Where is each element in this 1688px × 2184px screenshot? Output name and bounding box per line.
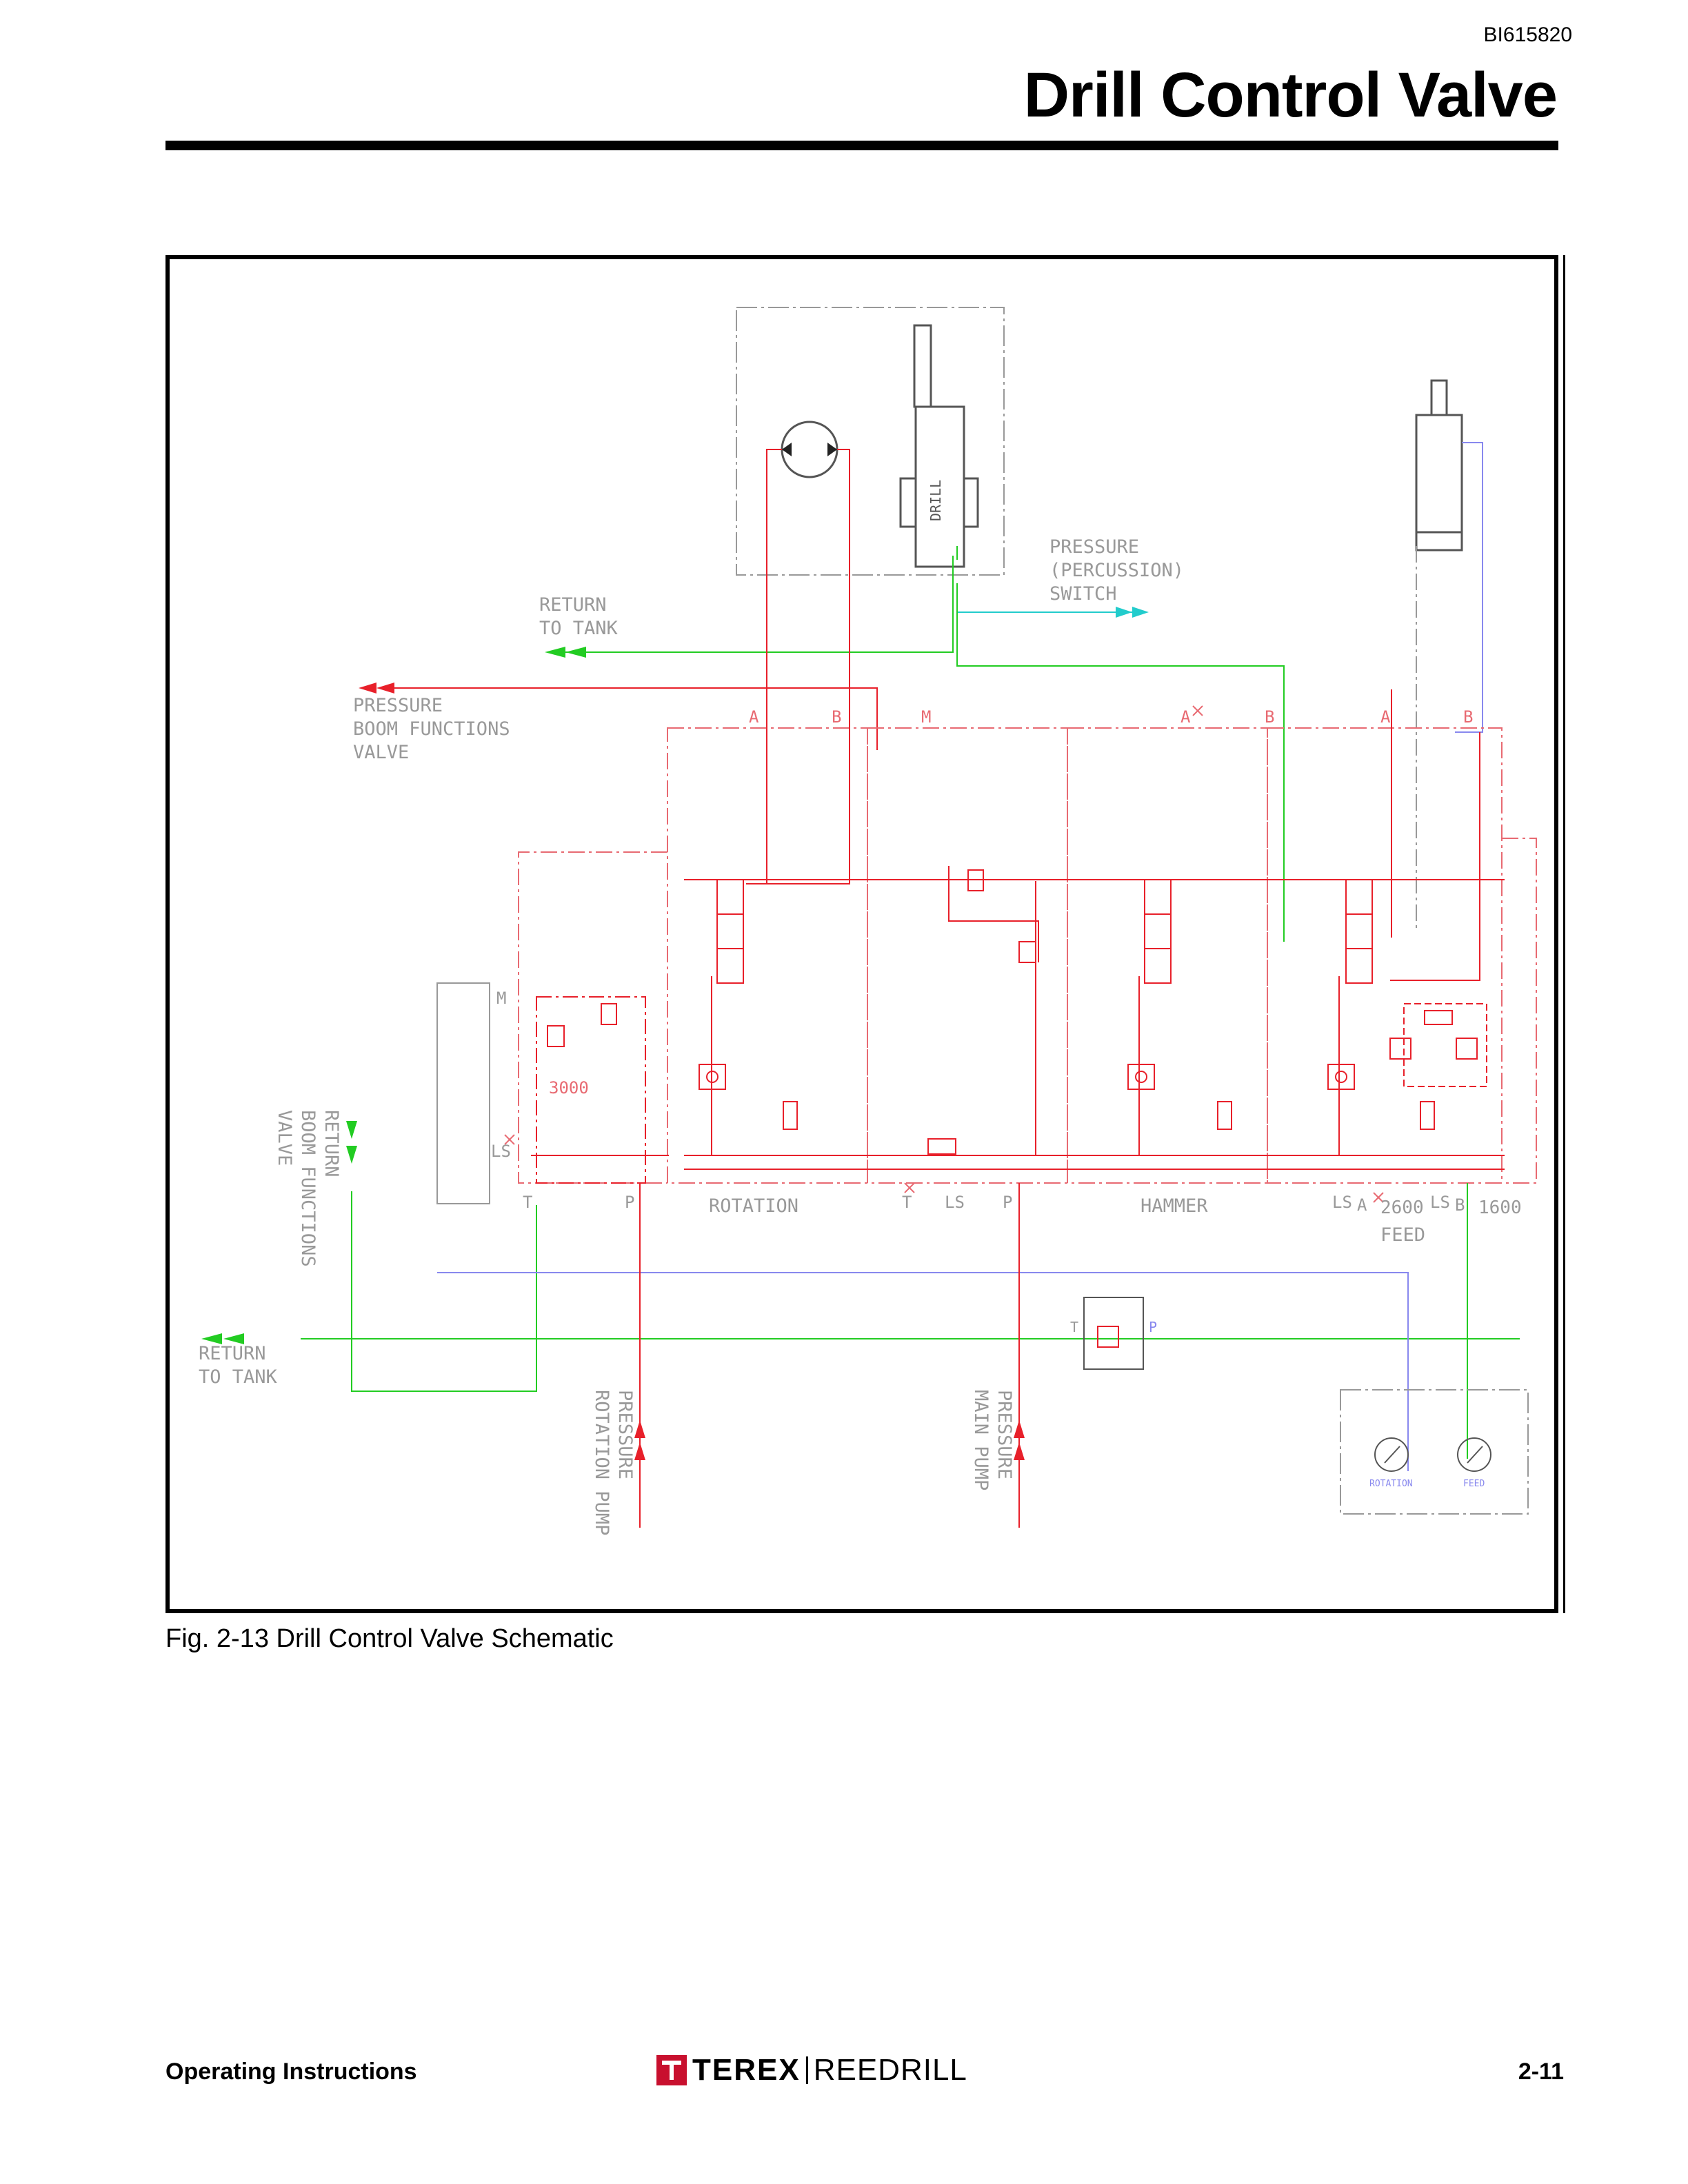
rotation-gauge-icon: [1374, 1437, 1409, 1472]
pressure-arrow-icon: [359, 682, 394, 694]
svg-text:PRESSURE: PRESSURE: [1049, 536, 1139, 558]
rotation-relief-block: [531, 996, 669, 1184]
svg-text:VALVE: VALVE: [274, 1110, 295, 1166]
rotation-pump-arrow-icon: [634, 1420, 645, 1460]
gauge-rotation-label: ROTATION: [1369, 1479, 1413, 1489]
svg-text:(PERCUSSION): (PERCUSSION): [1049, 560, 1184, 581]
feed-gauge-icon: [1457, 1437, 1491, 1472]
svg-text:PRESSURE: PRESSURE: [353, 695, 443, 716]
pressure-percussion-switch-label: PRESSURE (PERCUSSION) SWITCH: [1049, 536, 1184, 605]
return-to-tank-top-label: RETURN TO TANK: [539, 594, 619, 639]
rotation-motor: [766, 421, 850, 498]
svg-text:LS: LS: [491, 1142, 511, 1161]
hydraulic-schematic: DRILL PRESSURE (PERCUSSION) SWITCH RETUR…: [199, 307, 1537, 1535]
svg-text:A: A: [749, 707, 759, 727]
svg-text:ROTATION: ROTATION: [709, 1195, 798, 1217]
svg-text:T: T: [902, 1193, 912, 1212]
return-boom-arrow-icon: [346, 1121, 357, 1164]
svg-text:VALVE: VALVE: [353, 742, 409, 763]
logo-divider: [805, 2056, 808, 2084]
relief-1600-label: 1600: [1478, 1197, 1522, 1218]
signal-arrow-icon: [1116, 607, 1149, 618]
return-boom-functions-label: RETURN BOOM FUNCTIONS VALVE: [274, 1110, 342, 1267]
pressure-boom-functions-label: PRESSURE BOOM FUNCTIONS VALVE: [353, 695, 510, 763]
svg-text:M: M: [496, 989, 506, 1008]
svg-text:RETURN: RETURN: [199, 1343, 266, 1364]
svg-text:TO TANK: TO TANK: [539, 618, 619, 639]
svg-text:B: B: [1265, 707, 1274, 727]
svg-text:ROTATION PUMP: ROTATION PUMP: [591, 1390, 612, 1535]
drill-label: DRILL: [927, 480, 944, 521]
svg-text:A: A: [1180, 707, 1191, 727]
svg-text:BOOM FUNCTIONS: BOOM FUNCTIONS: [297, 1110, 319, 1267]
svg-text:HAMMER: HAMMER: [1141, 1195, 1208, 1217]
shuttle-block-feed: [1389, 1003, 1487, 1087]
svg-text:B: B: [1463, 707, 1473, 727]
svg-text:T: T: [523, 1193, 532, 1212]
svg-text:T: T: [1070, 1319, 1078, 1335]
svg-text:FEED: FEED: [1380, 1224, 1425, 1246]
pressure-main-pump-label: PRESSURE MAIN PUMP: [970, 1390, 1015, 1490]
svg-text:LS: LS: [1430, 1193, 1450, 1212]
figure-caption: Fig. 2-13 Drill Control Valve Schematic: [165, 1624, 614, 1653]
spool-valve-feed: [1345, 879, 1373, 984]
brand-main: TEREX: [692, 2053, 801, 2087]
document-id: BI615820: [1483, 23, 1572, 46]
gauge-feed-label: FEED: [1463, 1479, 1485, 1489]
relief-2600-label: 2600: [1380, 1197, 1424, 1218]
page-title: Drill Control Valve: [1023, 60, 1558, 130]
svg-text:BOOM FUNCTIONS: BOOM FUNCTIONS: [353, 718, 510, 740]
page-number: 2-11: [1518, 2059, 1564, 2085]
svg-text:RETURN: RETURN: [321, 1110, 342, 1177]
figure-frame: DRILL PRESSURE (PERCUSSION) SWITCH RETUR…: [165, 255, 1565, 1613]
svg-text:PRESSURE: PRESSURE: [994, 1390, 1015, 1479]
spool-valve-rotation: [716, 879, 744, 984]
main-pump-arrow-icon: [1014, 1420, 1025, 1460]
port-labels-bottom: T P T LS P LS A LS B: [523, 1193, 1465, 1215]
svg-text:A: A: [1357, 1195, 1367, 1215]
spool-valve-hammer: [1144, 879, 1172, 984]
brand-sub: REEDRILL: [813, 2053, 967, 2087]
feed-cylinder: [1415, 379, 1463, 552]
svg-text:RETURN: RETURN: [539, 594, 607, 616]
check-valves: [699, 1064, 1435, 1155]
svg-text:P: P: [1149, 1319, 1157, 1335]
drill-cylinder: [899, 324, 979, 568]
svg-text:B: B: [1455, 1195, 1465, 1215]
internal-galleries: [684, 491, 1505, 1170]
gauge-panel: [1340, 1389, 1529, 1515]
pressure-reducing-valve: [1083, 1297, 1144, 1370]
svg-text:A: A: [1380, 707, 1391, 727]
svg-text:B: B: [832, 707, 841, 727]
svg-text:MAIN PUMP: MAIN PUMP: [970, 1390, 992, 1490]
svg-text:P: P: [625, 1193, 634, 1212]
terex-logo-icon: [656, 2055, 687, 2085]
section-labels: ROTATION HAMMER FEED: [709, 1195, 1425, 1246]
svg-text:P: P: [1003, 1193, 1012, 1212]
relief-3000-label: 3000: [549, 1078, 589, 1098]
title-rule: [165, 141, 1558, 150]
valve-bank: [518, 727, 1537, 1184]
svg-text:TO TANK: TO TANK: [199, 1366, 278, 1388]
brand-logo: TEREX REEDRILL: [656, 2053, 967, 2087]
svg-text:SWITCH: SWITCH: [1049, 583, 1117, 605]
svg-text:LS: LS: [1332, 1193, 1352, 1212]
drill-housing: [736, 307, 1005, 576]
return-to-tank-bottom-label: RETURN TO TANK: [199, 1343, 278, 1388]
pressure-rotation-pump-label: PRESSURE ROTATION PUMP: [591, 1390, 636, 1535]
svg-text:PRESSURE: PRESSURE: [614, 1390, 636, 1479]
footer-section-title: Operating Instructions: [165, 2059, 417, 2085]
svg-text:M: M: [921, 707, 931, 727]
port-labels-top: A B M A B A B: [749, 707, 1473, 727]
relief-valve-main: [967, 869, 1036, 963]
svg-text:LS: LS: [945, 1193, 965, 1212]
return-bottom-arrow-icon: [201, 1333, 244, 1344]
